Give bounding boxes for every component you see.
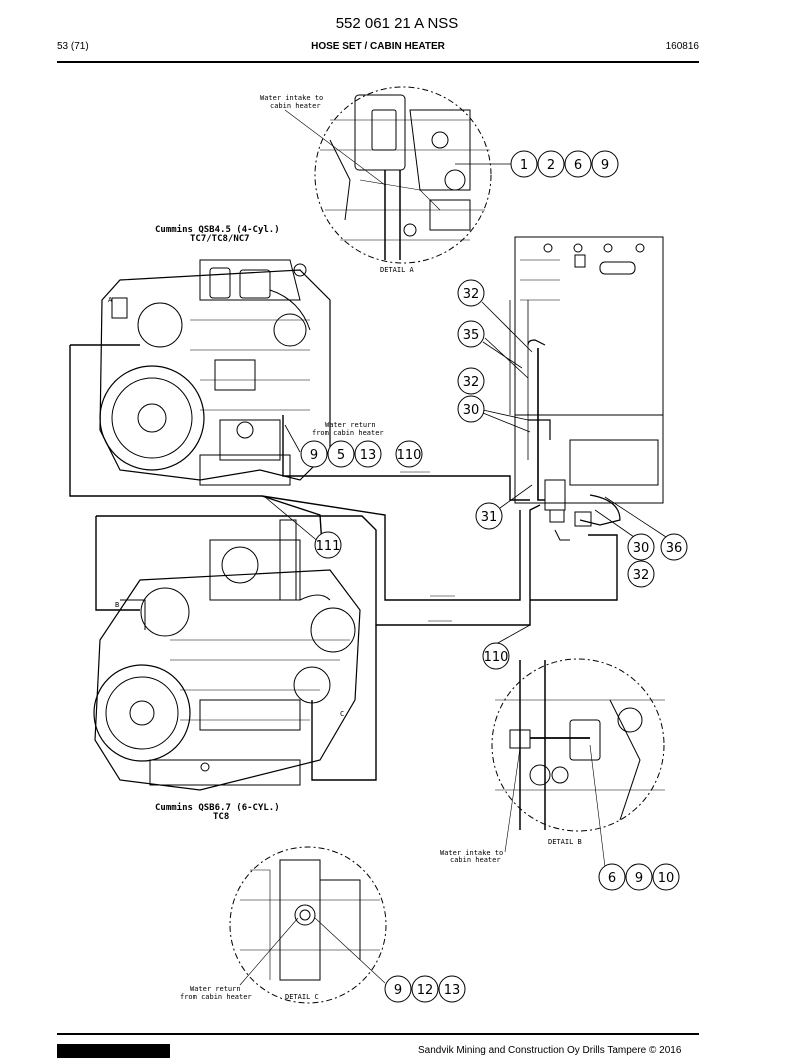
callout-6-label: 6 — [574, 158, 582, 173]
callout-12: 12 — [411, 975, 439, 1003]
callout-10-label: 10 — [658, 871, 675, 886]
callout-1-label: 1 — [520, 158, 528, 173]
callout-13-return: 13 — [354, 440, 382, 468]
callout-12-label: 12 — [417, 983, 434, 998]
callout-13-return-label: 13 — [360, 448, 377, 463]
note-return-line1: Water return — [325, 421, 376, 429]
callout-bubbles: 1 2 6 9 32 35 32 30 9 5 13 110 31 111 30… — [300, 150, 688, 1003]
view-c-marker: C — [340, 710, 344, 718]
callout-9-detail-b-label: 9 — [635, 871, 643, 886]
callout-32-mid-label: 32 — [463, 375, 480, 390]
detail-a-view — [284, 86, 511, 264]
callout-36-label: 36 — [666, 541, 683, 556]
callout-110-top: 110 — [395, 440, 423, 468]
footer-rule — [57, 1033, 699, 1035]
callout-6-detail-b-label: 6 — [608, 871, 616, 886]
page-number: 53 (71) — [57, 41, 89, 52]
callout-2-label: 2 — [547, 158, 555, 173]
sandvik-logo — [57, 1044, 170, 1058]
callout-30-lower-label: 30 — [633, 541, 650, 556]
detail-b-label: DETAIL B — [548, 838, 582, 846]
callout-32-mid: 32 — [457, 367, 485, 395]
cabin-heater-unit — [509, 236, 664, 541]
section-title: HOSE SET / CABIN HEATER — [311, 41, 445, 52]
detail-b-view — [491, 658, 665, 868]
engine-top-name: Cummins QSB4.5 (4-Cyl.) — [155, 224, 280, 235]
callout-110-bottom: 110 — [482, 642, 510, 670]
callout-9-return-label: 9 — [310, 448, 318, 463]
callout-35: 35 — [457, 320, 485, 348]
note-return-c-line1: Water return — [190, 985, 241, 993]
note-intake-b-line2: cabin heater — [450, 856, 501, 864]
callout-31-label: 31 — [481, 510, 498, 525]
callout-9-label: 9 — [601, 158, 609, 173]
callout-32-top-label: 32 — [463, 287, 480, 302]
callout-31: 31 — [475, 502, 503, 530]
engine-qsb45-illustration — [99, 259, 331, 486]
callout-30-upper: 30 — [457, 395, 485, 423]
detail-c-view — [229, 846, 387, 1004]
callout-2: 2 — [537, 150, 565, 178]
note-intake-b-line1: Water intake to — [440, 849, 503, 857]
callout-32-lower-label: 32 — [633, 568, 650, 583]
callout-111: 111 — [314, 531, 342, 559]
engine-top-variant: TC7/TC8/NC7 — [190, 234, 250, 244]
callout-1: 1 — [510, 150, 538, 178]
callout-9-return: 9 — [300, 440, 328, 468]
note-intake-a-line1: Water intake to — [260, 94, 323, 102]
view-b-marker: B — [115, 601, 119, 609]
callout-32-lower: 32 — [627, 560, 655, 588]
view-a-marker: A — [108, 296, 113, 304]
header-rule — [57, 61, 699, 63]
engine-bottom-variant: TC8 — [213, 812, 229, 822]
callout-32-top: 32 — [457, 279, 485, 307]
callout-9-detail-c: 9 — [384, 975, 412, 1003]
engine-bottom-name: Cummins QSB6.7 (6-CYL.) — [155, 802, 280, 813]
callout-6-detail-b: 6 — [598, 863, 626, 891]
callout-30-lower: 30 — [627, 533, 655, 561]
footer-copyright: Sandvik Mining and Construction Oy Drill… — [418, 1045, 682, 1056]
callout-5-label: 5 — [337, 448, 345, 463]
callout-13-detail-c: 13 — [438, 975, 466, 1003]
callout-35-label: 35 — [463, 328, 480, 343]
detail-a-label: DETAIL A — [380, 266, 415, 274]
callout-10: 10 — [652, 863, 680, 891]
callout-5: 5 — [327, 440, 355, 468]
callout-9: 9 — [591, 150, 619, 178]
detail-c-label: DETAIL C — [285, 993, 319, 1001]
note-return-c-line2: from cabin heater — [180, 993, 252, 1001]
callout-9-detail-b: 9 — [625, 863, 653, 891]
callout-110-top-label: 110 — [397, 448, 422, 463]
callout-13-detail-c-label: 13 — [444, 983, 461, 998]
note-return-line2: from cabin heater — [312, 429, 384, 437]
document-number: 552 061 21 A NSS — [335, 15, 459, 32]
callout-36: 36 — [660, 533, 688, 561]
callout-111-label: 111 — [316, 539, 341, 554]
callout-30-upper-label: 30 — [463, 403, 480, 418]
callout-110-bottom-label: 110 — [484, 650, 509, 665]
callout-leaders — [264, 301, 667, 645]
callout-6: 6 — [564, 150, 592, 178]
engine-qsb67-illustration — [93, 519, 361, 791]
note-intake-a-line2: cabin heater — [270, 102, 321, 110]
callout-9-detail-c-label: 9 — [394, 983, 402, 998]
date-code: 160816 — [665, 41, 699, 52]
